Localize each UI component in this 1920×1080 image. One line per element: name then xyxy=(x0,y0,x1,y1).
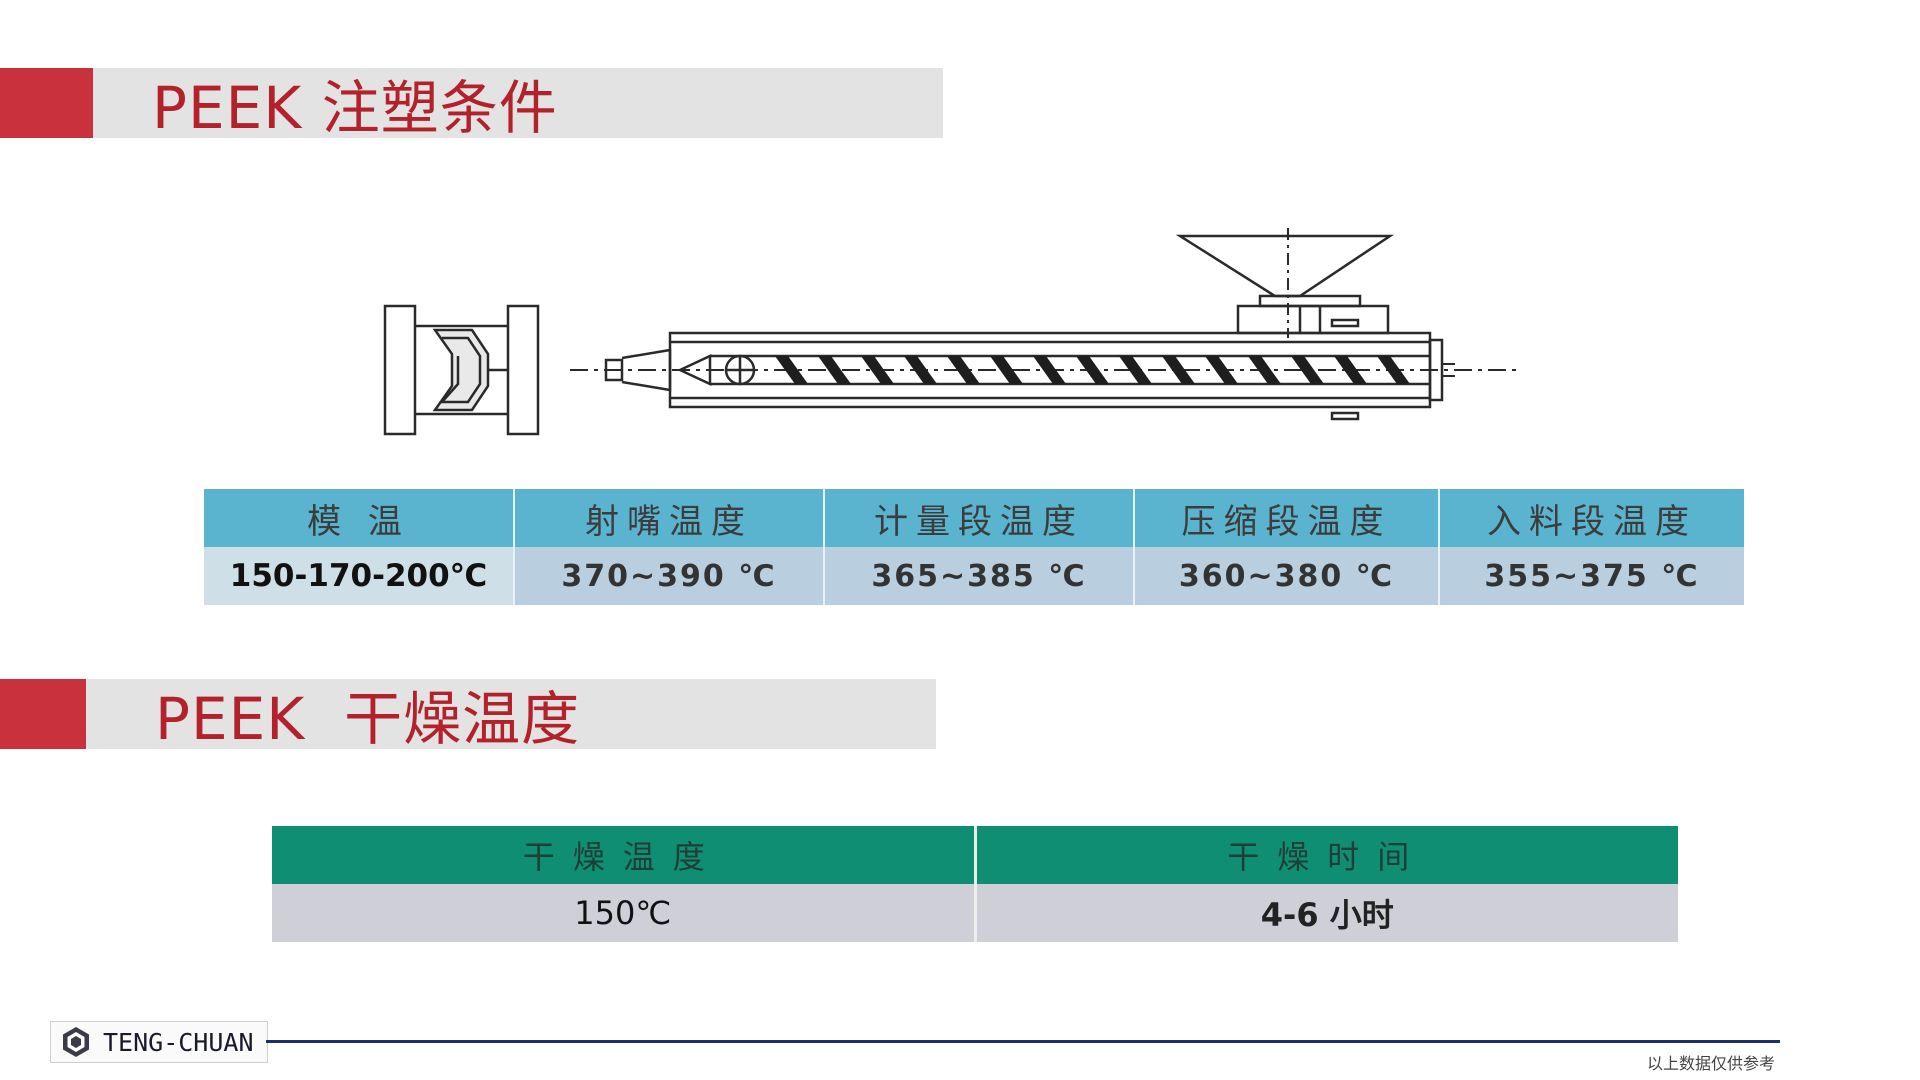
company-logo: TENG-CHUAN xyxy=(50,1021,268,1063)
injection-temperature-table: 模 温 射嘴温度 计量段温度 压缩段温度 入料段温度 150-170-200℃ … xyxy=(204,489,1744,605)
section-header-injection: PEEK 注塑条件 xyxy=(0,68,943,142)
value-drying-temp: 150℃ xyxy=(272,884,977,942)
table-row: 150-170-200℃ 370~390 ℃ 365~385 ℃ 360~380… xyxy=(204,547,1744,605)
header-feed-temp: 入料段温度 xyxy=(1439,489,1744,547)
footer: TENG-CHUAN xyxy=(50,1021,1780,1063)
section-header-drying: PEEK 干燥温度 xyxy=(0,679,936,753)
section-banner xyxy=(93,68,943,138)
value-drying-time: 4-6 小时 xyxy=(975,884,1678,942)
hopper xyxy=(1175,234,1395,298)
hexagon-logo-icon xyxy=(63,1027,89,1057)
header-metering-temp: 计量段温度 xyxy=(824,489,1135,547)
value-feed-temp: 355~375 ℃ xyxy=(1439,547,1744,605)
section-accent xyxy=(0,679,86,749)
barrel-end-cap xyxy=(1428,338,1444,402)
table-row: 150℃ 4-6 小时 xyxy=(272,884,1678,942)
header-nozzle-temp: 射嘴温度 xyxy=(514,489,825,547)
section-title-injection: PEEK 注塑条件 xyxy=(152,74,558,142)
header-mold-temp: 模 温 xyxy=(204,489,515,547)
value-nozzle-temp: 370~390 ℃ xyxy=(514,547,825,605)
header-drying-temp: 干燥温度 xyxy=(272,826,977,884)
section-accent xyxy=(0,68,93,138)
table-header-row: 模 温 射嘴温度 计量段温度 压缩段温度 入料段温度 xyxy=(204,489,1744,547)
nozzle xyxy=(604,358,624,382)
value-compression-temp: 360~380 ℃ xyxy=(1134,547,1440,605)
section-title-drying: PEEK 干燥温度 xyxy=(155,685,581,753)
disclaimer-text: 以上数据仅供参考 xyxy=(1646,1054,1775,1073)
footer-divider xyxy=(266,1040,1780,1043)
feed-block xyxy=(1236,304,1390,335)
mold-plate-left xyxy=(383,304,417,436)
header-compression-temp: 压缩段温度 xyxy=(1134,489,1440,547)
mold-plate-right xyxy=(506,304,540,436)
drying-table: 干燥温度 干燥时间 150℃ 4-6 小时 xyxy=(272,826,1678,942)
section-banner xyxy=(86,679,936,749)
logo-text: TENG-CHUAN xyxy=(103,1027,254,1057)
header-drying-time: 干燥时间 xyxy=(975,826,1678,884)
injection-molding-machine-icon xyxy=(383,228,1520,436)
screw-tip xyxy=(679,354,712,386)
value-mold-temp: 150-170-200℃ xyxy=(204,547,515,605)
value-metering-temp: 365~385 ℃ xyxy=(824,547,1135,605)
screw-flights xyxy=(775,356,1410,384)
table-header-row: 干燥温度 干燥时间 xyxy=(272,826,1678,884)
